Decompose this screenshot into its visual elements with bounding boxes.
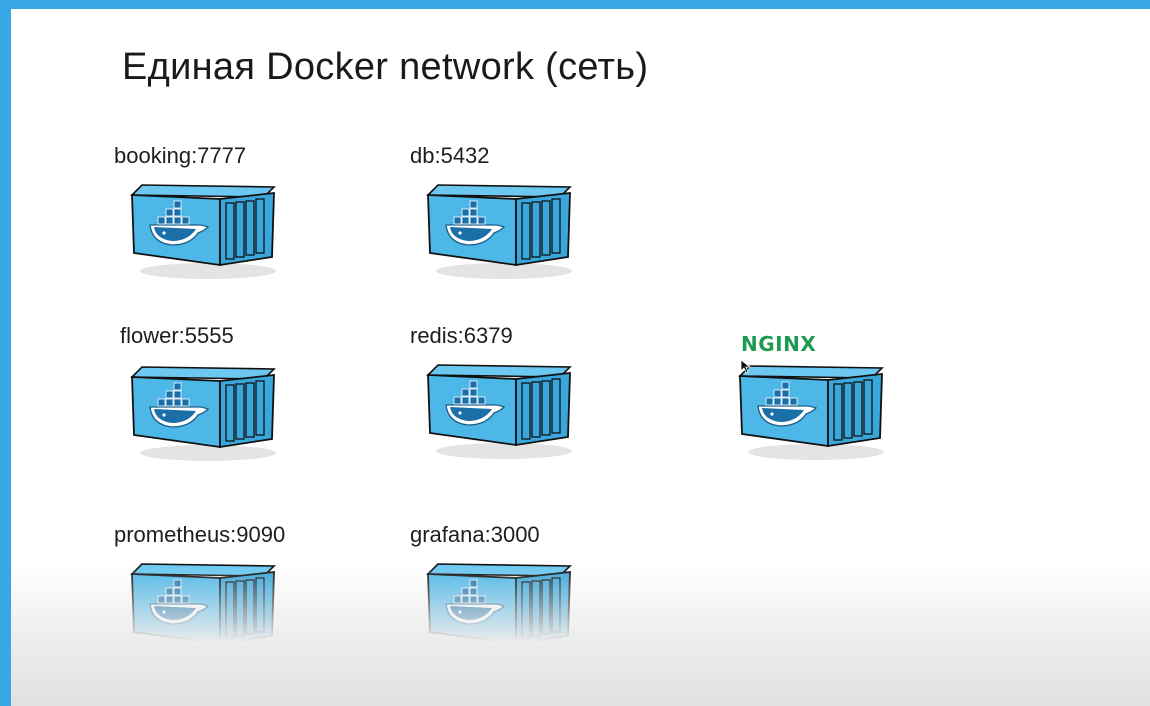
service-label: prometheus:9090 bbox=[114, 522, 286, 547]
slide-frame-top bbox=[0, 0, 1150, 9]
nginx-logo: NGINX bbox=[741, 332, 817, 356]
service-label: grafana:3000 bbox=[410, 522, 540, 547]
service-prometheus: prometheus:9090 bbox=[114, 522, 344, 672]
service-flower: flower:5555 bbox=[120, 323, 350, 473]
slide-frame-left bbox=[0, 0, 11, 706]
docker-container-icon bbox=[128, 181, 276, 281]
service-label: redis:6379 bbox=[410, 323, 513, 348]
docker-container-icon bbox=[128, 560, 276, 660]
service-db: db:5432 bbox=[410, 143, 640, 293]
service-booking: booking:7777 bbox=[114, 143, 344, 293]
service-label: flower:5555 bbox=[120, 323, 234, 348]
nginx-container-icon bbox=[736, 362, 884, 462]
service-label: db:5432 bbox=[410, 143, 490, 168]
service-redis: redis:6379 bbox=[410, 323, 640, 473]
docker-container-icon bbox=[424, 181, 572, 281]
slide-title: Единая Docker network (сеть) bbox=[122, 46, 649, 88]
docker-container-icon bbox=[424, 361, 572, 461]
docker-container-icon bbox=[128, 363, 276, 463]
service-label: booking:7777 bbox=[114, 143, 247, 168]
mouse-cursor-icon bbox=[741, 360, 751, 374]
service-grafana: grafana:3000 bbox=[410, 522, 640, 672]
docker-container-icon bbox=[424, 560, 572, 660]
